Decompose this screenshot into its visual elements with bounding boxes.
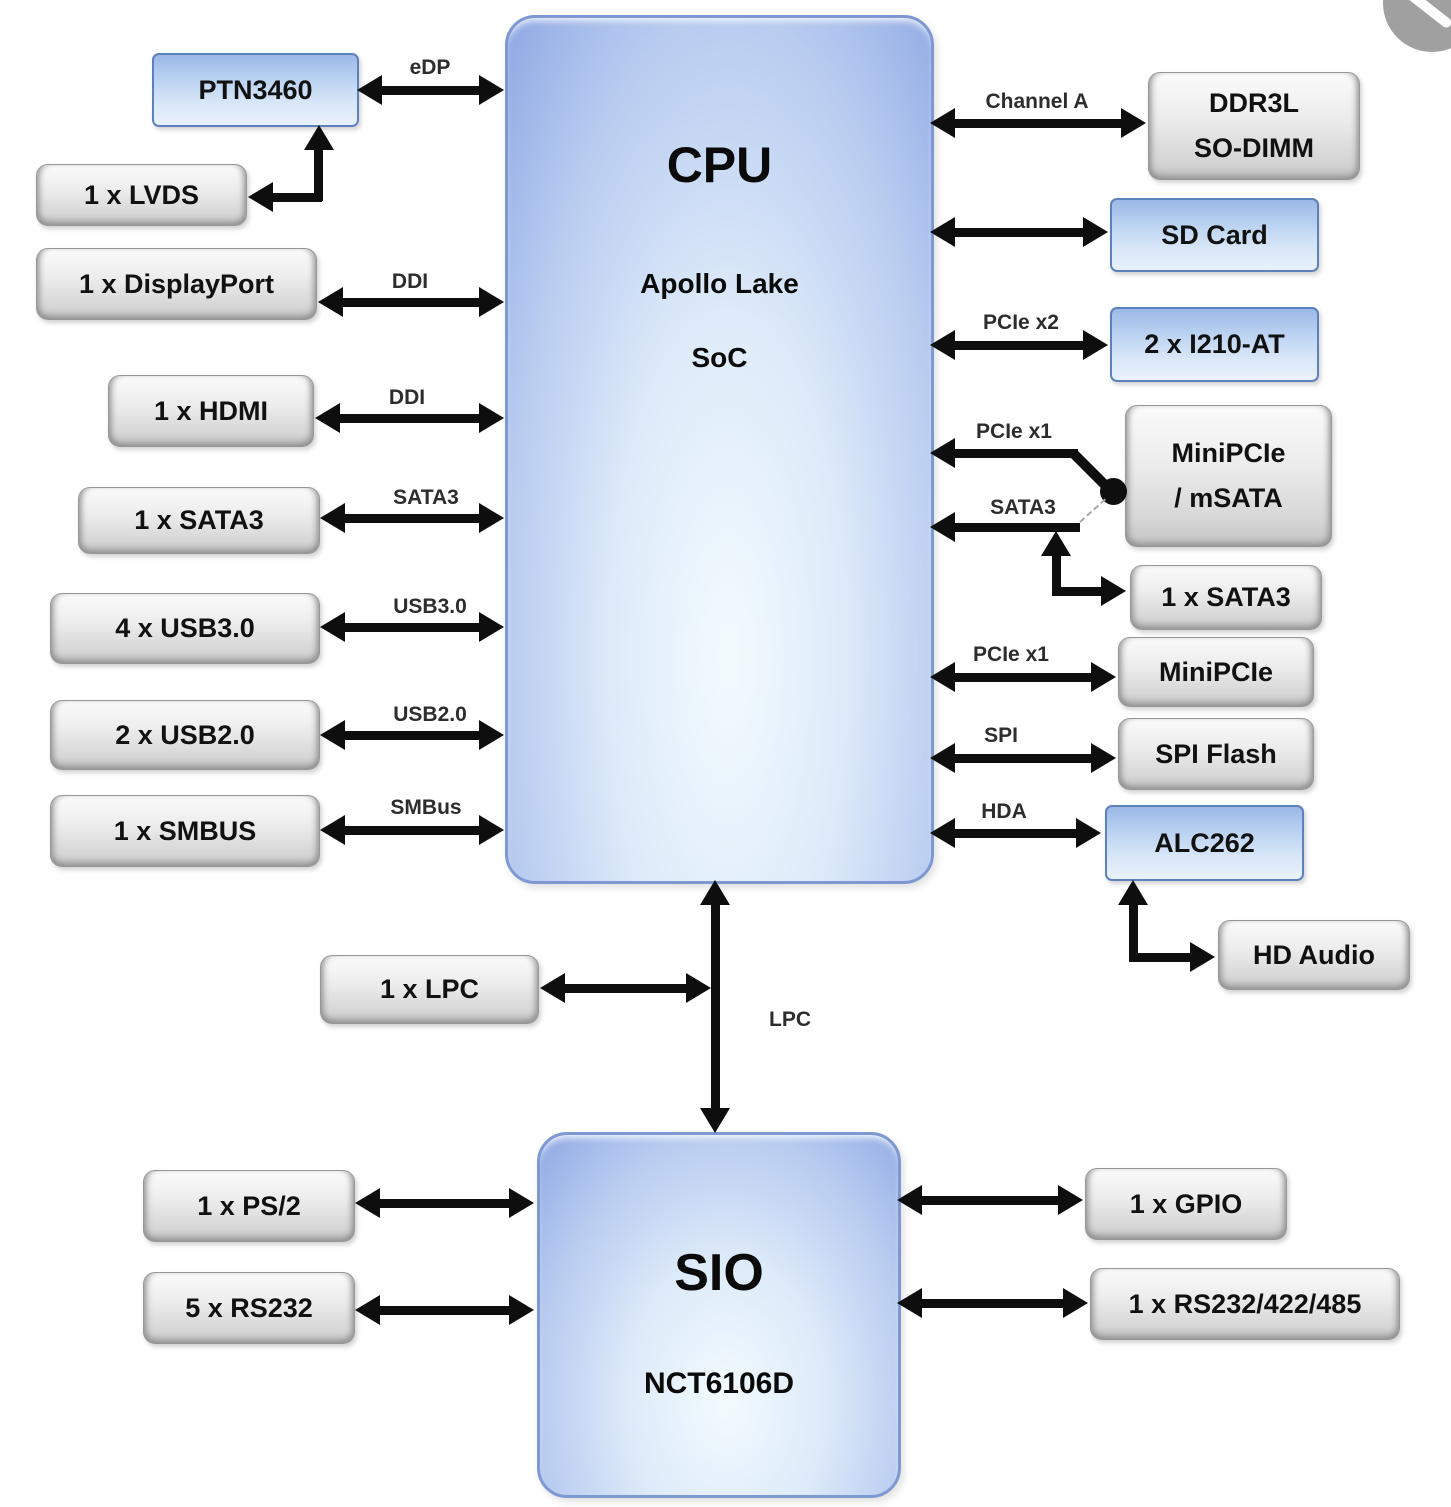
node-smbus: 1 x SMBUS: [50, 795, 320, 867]
ddr3l-line1: DDR3L: [1208, 88, 1299, 119]
bus-label-pcie-x1-top: PCIe x1: [976, 420, 1052, 443]
cpu-title: CPU: [666, 137, 773, 193]
bus-label-hda: HDA: [981, 800, 1027, 823]
cpu-subtitle-2: SoC: [691, 342, 748, 373]
node-minipcie-msata: MiniPCIe / mSATA: [1125, 405, 1332, 547]
node-ps2: 1 x PS/2: [143, 1170, 355, 1242]
bus-label-ddi-hdmi: DDI: [388, 386, 426, 409]
cpu-subtitle-1: Apollo Lake: [640, 268, 799, 299]
dashed-link: [1079, 498, 1106, 523]
node-i210: 2 x I210-AT: [1110, 307, 1319, 382]
bus-label-spi: SPI: [984, 724, 1018, 747]
node-sata3-right: 1 x SATA3: [1130, 565, 1322, 630]
cpu-block: CPU Apollo Lake SoC: [505, 15, 934, 884]
bus-label-ddi-dp: DDI: [391, 270, 429, 293]
node-lpc: 1 x LPC: [320, 955, 539, 1024]
ddr3l-line2: SO-DIMM: [1194, 133, 1314, 163]
bus-label-channel-a: Channel A: [985, 90, 1089, 113]
node-rs232: 5 x RS232: [143, 1272, 355, 1344]
node-sata3-left: 1 x SATA3: [78, 487, 320, 554]
node-sdcard: SD Card: [1110, 198, 1319, 272]
node-hdmi: 1 x HDMI: [108, 375, 314, 447]
node-ddr3l: DDR3L SO-DIMM: [1148, 72, 1360, 180]
node-usb30: 4 x USB3.0: [50, 593, 320, 664]
node-ptn3460: PTN3460: [152, 53, 359, 127]
bus-label-pcie-x1-mid: PCIe x1: [973, 643, 1049, 666]
bus-label-sata3-left: SATA3: [393, 486, 459, 509]
bus-label-smbus: SMBus: [390, 796, 462, 819]
bus-label-edp: eDP: [409, 56, 451, 79]
node-spiflash: SPI Flash: [1118, 718, 1314, 790]
bus-label-lpc: LPC: [769, 1008, 811, 1031]
node-displayport: 1 x DisplayPort: [36, 248, 317, 320]
minipcie-msata-line1: MiniPCIe: [1171, 438, 1286, 469]
bus-label-sata3-right: SATA3: [990, 496, 1056, 519]
minipcie-msata-line2: / mSATA: [1174, 483, 1283, 513]
sio-subtitle: NCT6106D: [643, 1367, 795, 1400]
bus-label-pcie-x2: PCIe x2: [983, 311, 1059, 334]
bus-label-usb2: USB2.0: [393, 703, 467, 726]
sio-block: SIO NCT6106D: [537, 1132, 901, 1498]
node-rs232m: 1 x RS232/422/485: [1090, 1268, 1400, 1340]
bus-label-usb3: USB3.0: [393, 595, 467, 618]
junction-dot: [1100, 478, 1127, 505]
node-lvds: 1 x LVDS: [36, 164, 247, 226]
node-gpio: 1 x GPIO: [1085, 1168, 1287, 1240]
node-minipcie: MiniPCIe: [1118, 637, 1314, 707]
sio-title: SIO: [674, 1244, 764, 1302]
node-usb20: 2 x USB2.0: [50, 700, 320, 770]
node-hdaudio: HD Audio: [1218, 920, 1410, 990]
node-alc262: ALC262: [1105, 805, 1304, 881]
